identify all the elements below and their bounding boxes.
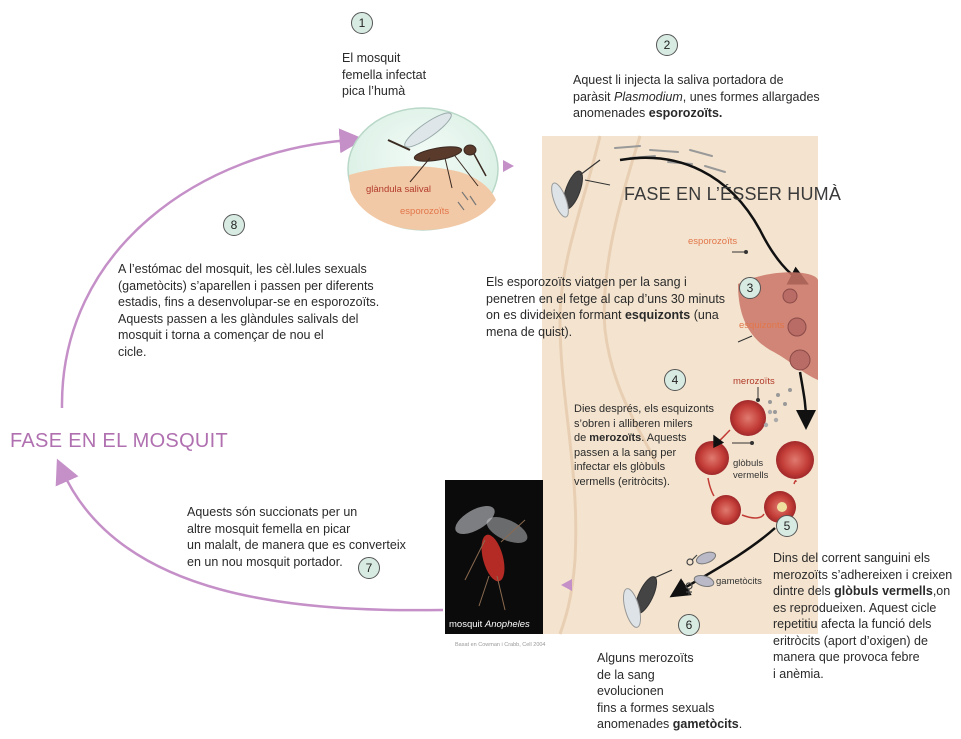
step-7-line: Aquests són succionats per un bbox=[187, 504, 406, 521]
step-8-line: mosquit i torna a començar de nou el bbox=[118, 327, 379, 344]
step-6-line: de la sang bbox=[597, 667, 742, 684]
step-3-line: mena de quist). bbox=[486, 324, 725, 341]
step-4-line: s’obren i alliberen milers bbox=[574, 417, 714, 432]
step-7-line: altre mosquit femella en picar bbox=[187, 521, 406, 538]
label-globuls: glòbuls vermells bbox=[733, 458, 768, 482]
phase-human-title: FASE EN L’ÉSSER HUMÀ bbox=[624, 184, 841, 205]
bloodstream-arrow bbox=[620, 158, 800, 280]
step-2-badge: 2 bbox=[656, 34, 678, 56]
anopheles-illustration bbox=[445, 480, 543, 634]
step-1-badge: 1 bbox=[351, 12, 373, 34]
step-7-line: un malalt, de manera que es converteix bbox=[187, 537, 406, 554]
step-5-line: eritròcits (aport d’oxigen) de bbox=[773, 633, 952, 650]
step-5-line: Dins del corrent sanguini els bbox=[773, 550, 952, 567]
liver-exit-arrow bbox=[800, 372, 806, 420]
label-esquizonts: esquizonts bbox=[739, 320, 784, 331]
step-4-line: de merozoïts. Aquests bbox=[574, 431, 714, 446]
step-3-line: on es divideixen formant esquizonts (una bbox=[486, 307, 725, 324]
step-8-line: estadis, fins a desenvolupar-se en espor… bbox=[118, 294, 379, 311]
step-6-line: anomenades gametòcits. bbox=[597, 716, 742, 733]
step-5-text: Dins del corrent sanguini els merozoïts … bbox=[773, 550, 952, 682]
step-8-line: Aquests passen a les glàndules salivals … bbox=[118, 311, 379, 328]
phase-mosquito-title: FASE EN EL MOSQUIT bbox=[10, 430, 228, 453]
step-2-line: paràsit Plasmodium, unes formes allargad… bbox=[573, 89, 820, 106]
label-esporozoits-circle: esporozoïts bbox=[400, 206, 449, 217]
step-4-badge: 4 bbox=[664, 369, 686, 391]
label-gametocits: gametòcits bbox=[716, 576, 762, 587]
step-8-line: A l’estómac del mosquit, les cèl.lules s… bbox=[118, 261, 379, 278]
step-8-badge: 8 bbox=[223, 214, 245, 236]
step-4-line: vermells (eritròcits). bbox=[574, 475, 714, 490]
step-5-line: i anèmia. bbox=[773, 666, 952, 683]
step-5-line: manera que provoca febre bbox=[773, 649, 952, 666]
step-3-line: Els esporozoïts viatgen per la sang i bbox=[486, 274, 725, 291]
merozoites-scatter bbox=[760, 388, 792, 414]
step-6-line: Alguns merozoïts bbox=[597, 650, 742, 667]
step-2-line: anomenades esporozoïts. bbox=[573, 105, 820, 122]
step-8-text: A l’estómac del mosquit, les cèl.lules s… bbox=[118, 261, 379, 360]
step-8-line: cicle. bbox=[118, 344, 379, 361]
step-6-line: fins a formes sexuals bbox=[597, 700, 742, 717]
step-4-line: Dies després, els esquizonts bbox=[574, 402, 714, 417]
step-4-text: Dies després, els esquizonts s’obren i a… bbox=[574, 402, 714, 489]
step-7-line: en un nou mosquit portador. bbox=[187, 554, 406, 571]
step-3-text: Els esporozoïts viatgen per la sang i pe… bbox=[486, 274, 725, 340]
rbc bbox=[776, 441, 814, 479]
step-5-line: repetitiu afecta la funció dels bbox=[773, 616, 952, 633]
rbc-bursting bbox=[730, 400, 766, 436]
step-2-text: Aquest li injecta la saliva portadora de… bbox=[573, 72, 820, 122]
step-5-badge: 5 bbox=[776, 515, 798, 537]
step-6-text: Alguns merozoïts de la sang evolucionen … bbox=[597, 650, 742, 733]
step-7-text: Aquests són succionats per un altre mosq… bbox=[187, 504, 406, 570]
step-6-badge: 6 bbox=[678, 614, 700, 636]
arrowhead-to-panel bbox=[503, 160, 514, 172]
photo-caption: mosquit Anopheles bbox=[449, 619, 530, 630]
label-merozoits: merozoïts bbox=[733, 376, 775, 387]
step-6-line: evolucionen bbox=[597, 683, 742, 700]
step-3-line: penetren en el fetge al cap d’uns 30 min… bbox=[486, 291, 725, 308]
source-credit: Basat en Cowman i Crabb, Cell 2004 bbox=[455, 642, 546, 648]
step-4-line: infectar els glòbuls bbox=[574, 460, 714, 475]
mosquito-gametocyte bbox=[620, 570, 672, 629]
anopheles-photo bbox=[445, 480, 543, 634]
sex-symbols bbox=[686, 555, 697, 595]
step-2-line: Aquest li injecta la saliva portadora de bbox=[573, 72, 820, 89]
rbc bbox=[711, 495, 741, 525]
step-1-text: El mosquit femella infectat pica l’humà bbox=[342, 50, 426, 100]
step-5-line: dintre dels glòbuls vermells,on bbox=[773, 583, 952, 600]
arrowhead-to-photo bbox=[561, 579, 572, 591]
label-glandula: glàndula salival bbox=[366, 184, 431, 195]
step-5-line: es reprodueixen. Aquest cicle bbox=[773, 600, 952, 617]
step-3-badge: 3 bbox=[739, 277, 761, 299]
label-esporozoits-panel: esporozoïts bbox=[688, 236, 737, 247]
step-8-line: (gametòcits) s’aparellen i passen per di… bbox=[118, 278, 379, 295]
step-4-line: passen a la sang per bbox=[574, 446, 714, 461]
step-5-line: merozoïts s’adhereixen i creixen bbox=[773, 567, 952, 584]
